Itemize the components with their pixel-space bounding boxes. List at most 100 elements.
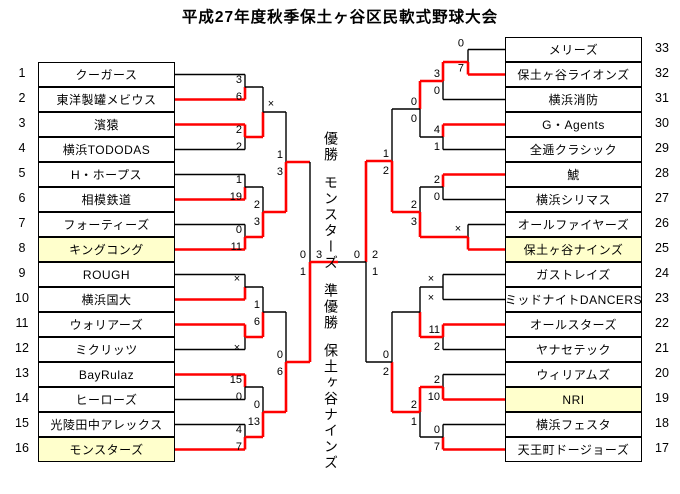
team-box-27: 横浜シリマス: [505, 187, 642, 212]
seed-number: 3: [18, 116, 26, 130]
team-box-13: BayRulaz: [38, 362, 175, 387]
score-bottom: 2: [383, 165, 389, 177]
score-bottom: 2: [434, 341, 440, 353]
team-box-33: メリーズ: [505, 37, 642, 62]
score-bottom: 19: [230, 191, 242, 203]
score-top: 0: [458, 38, 464, 50]
score-top: 15: [230, 374, 242, 386]
score-bottom: 7: [458, 63, 464, 75]
score-bottom: 3: [411, 216, 417, 228]
score-top: 1: [277, 149, 283, 161]
team-box-23: ミッドナイトDANCERS: [505, 287, 642, 312]
seed-number: 14: [15, 391, 29, 405]
seed-number: 26: [655, 216, 669, 230]
score-bottom: 13: [248, 416, 260, 428]
score-top: 2: [372, 249, 378, 261]
seed-number: 18: [655, 416, 669, 430]
runnerup-label-block: 準優勝保土ヶ谷ナインズ: [321, 283, 341, 471]
seed-number: 20: [655, 366, 669, 380]
score-bottom: 7: [434, 441, 440, 453]
score-top: 4: [434, 124, 440, 136]
walkover-mark: ×: [428, 273, 434, 285]
seed-number: 31: [655, 91, 669, 105]
team-box-4: 横浜TODODAS: [38, 137, 175, 162]
score-top: 4: [236, 424, 242, 436]
score-top: 1: [254, 299, 260, 311]
score-bottom: 3: [254, 216, 260, 228]
team-box-3: 濱猿: [38, 112, 175, 137]
seed-number: 30: [655, 116, 669, 130]
seed-number: 7: [18, 216, 26, 230]
team-box-29: 全逓クラシック: [505, 137, 642, 162]
score-top: 3: [434, 68, 440, 80]
team-box-25: 保土ヶ谷ナインズ: [505, 237, 642, 262]
runnerup-label: 準優勝: [323, 283, 339, 331]
seed-number: 24: [655, 266, 669, 280]
score-bottom: 0: [236, 391, 242, 403]
final-score-right: 0: [354, 249, 360, 261]
score-bottom: 0: [434, 191, 440, 203]
team-box-30: G・Agents: [505, 112, 642, 137]
team-box-8: キングコング: [38, 237, 175, 262]
score-top: 2: [411, 199, 417, 211]
seed-number: 15: [15, 416, 29, 430]
team-box-15: 光陵田中アレックス: [38, 412, 175, 437]
seed-number: 27: [655, 191, 669, 205]
team-box-22: オールスターズ: [505, 312, 642, 337]
score-bottom: 7: [236, 441, 242, 453]
seed-number: 4: [18, 141, 26, 155]
team-box-6: 相模鉄道: [38, 187, 175, 212]
team-box-20: ウィリアムズ: [505, 362, 642, 387]
seed-number: 23: [655, 291, 669, 305]
seed-number: 9: [18, 266, 26, 280]
seed-number: 19: [655, 391, 669, 405]
score-top: 0: [300, 249, 306, 261]
score-top: 3: [236, 74, 242, 86]
team-box-1: クーガース: [38, 62, 175, 87]
seed-number: 22: [655, 316, 669, 330]
seed-number: 33: [655, 41, 669, 55]
seed-number: 25: [655, 241, 669, 255]
team-box-2: 東洋製罐メビウス: [38, 87, 175, 112]
seed-number: 17: [655, 441, 669, 455]
score-bottom: 2: [383, 366, 389, 378]
seed-number: 13: [15, 366, 29, 380]
score-bottom: 6: [277, 366, 283, 378]
seed-number: 32: [655, 66, 669, 80]
seed-number: 2: [18, 91, 26, 105]
seed-number: 6: [18, 191, 26, 205]
score-top: 1: [236, 174, 242, 186]
walkover-mark: ×: [234, 342, 240, 354]
team-box-11: ウォリアーズ: [38, 312, 175, 337]
score-top: 0: [434, 424, 440, 436]
seed-number: 21: [655, 341, 669, 355]
walkover-mark: ×: [428, 292, 434, 304]
score-top: 2: [434, 374, 440, 386]
score-bottom: 6: [254, 316, 260, 328]
seed-number: 28: [655, 166, 669, 180]
team-box-21: ヤナセテック: [505, 337, 642, 362]
score-bottom: 0: [434, 85, 440, 97]
team-box-32: 保土ヶ谷ライオンズ: [505, 62, 642, 87]
seed-number: 5: [18, 166, 26, 180]
team-box-7: フォーティーズ: [38, 212, 175, 237]
walkover-mark: ×: [268, 98, 274, 110]
champion-label-block: 優勝モンスターズ: [321, 131, 341, 271]
score-top: 2: [236, 124, 242, 136]
team-box-26: オールファイヤーズ: [505, 212, 642, 237]
seed-number: 8: [18, 241, 26, 255]
score-top: 2: [254, 199, 260, 211]
seed-number: 12: [15, 341, 29, 355]
team-box-17: 天王町ドージョーズ: [505, 437, 642, 462]
team-box-9: ROUGH: [38, 262, 175, 287]
team-box-28: 鯱: [505, 162, 642, 187]
score-top: 0: [383, 349, 389, 361]
score-bottom: 1: [300, 266, 306, 278]
team-box-18: 横浜フェスタ: [505, 412, 642, 437]
score-bottom: 0: [411, 113, 417, 125]
seed-number: 11: [15, 316, 29, 330]
page-title: 平成27年度秋季保土ヶ谷区民軟式野球大会: [181, 9, 499, 26]
score-top: 0: [411, 96, 417, 108]
